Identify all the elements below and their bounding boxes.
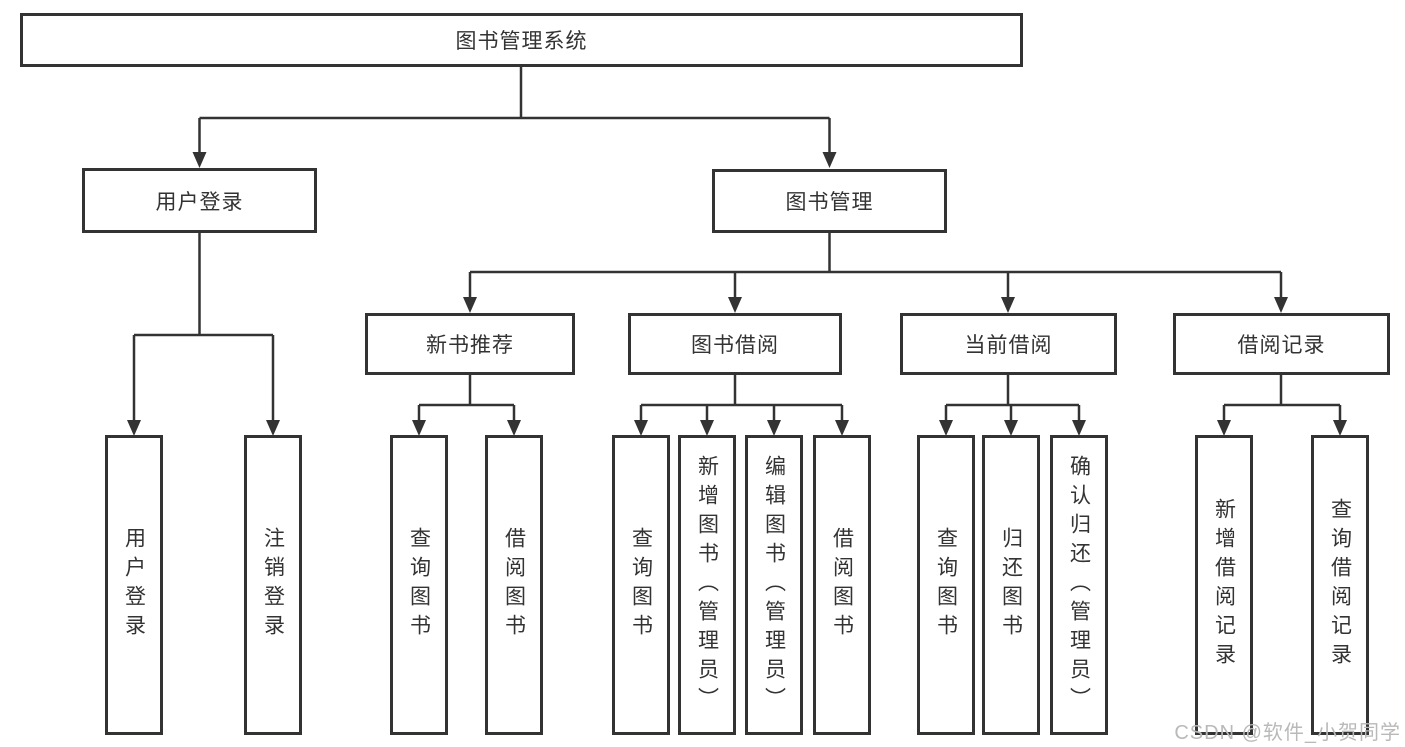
node-root-system: 图书管理系统: [20, 13, 1023, 67]
leaf-query-books-current: 查询图书: [917, 435, 975, 735]
watermark: CSDN @软件_小贺同学: [1174, 722, 1401, 744]
leaf-borrow-books-borrowing: 借阅图书: [813, 435, 871, 735]
leaf-query-books-borrowing: 查询图书: [612, 435, 670, 735]
leaf-add-book-admin: 新增图书（管理员）: [678, 435, 736, 735]
leaf-confirm-return-admin: 确认归还（管理员）: [1050, 435, 1108, 735]
node-new-book-recommend: 新书推荐: [365, 313, 575, 375]
leaf-edit-book-admin: 编辑图书（管理员）: [745, 435, 803, 735]
leaf-borrow-books-recommend: 借阅图书: [485, 435, 543, 735]
leaf-add-borrow-record: 新增借阅记录: [1195, 435, 1253, 735]
leaf-return-book: 归还图书: [982, 435, 1040, 735]
node-book-management: 图书管理: [712, 169, 947, 233]
leaf-user-login: 用户登录: [105, 435, 163, 735]
leaf-query-books-recommend: 查询图书: [390, 435, 448, 735]
leaf-query-borrow-record: 查询借阅记录: [1311, 435, 1369, 735]
node-book-borrowing: 图书借阅: [628, 313, 842, 375]
leaf-logout: 注销登录: [244, 435, 302, 735]
node-borrowing-records: 借阅记录: [1173, 313, 1390, 375]
node-user-login: 用户登录: [82, 168, 317, 233]
node-current-borrowing: 当前借阅: [900, 313, 1117, 375]
